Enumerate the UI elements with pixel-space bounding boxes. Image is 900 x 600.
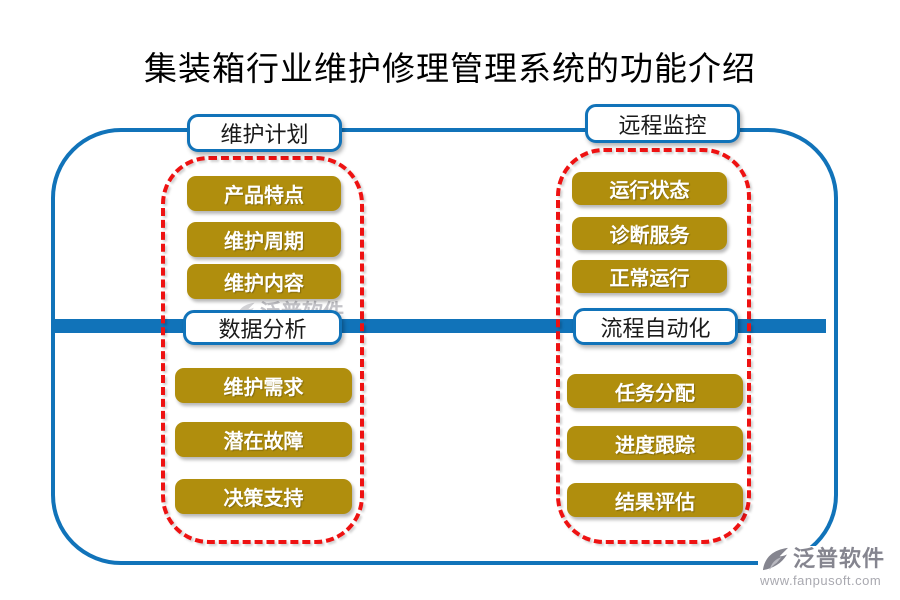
item-decision-support: 决策支持 xyxy=(175,479,352,514)
item-running-status: 运行状态 xyxy=(572,172,727,205)
main-container-outline xyxy=(51,128,838,565)
node-label-text: 数据分析 xyxy=(218,316,307,342)
item-normal-operation: 正常运行 xyxy=(572,260,727,293)
vendor-logo-row: 泛普软件 xyxy=(760,546,885,572)
item-maintenance-demand: 维护需求 xyxy=(175,368,352,403)
item-result-evaluation: 结果评估 xyxy=(567,483,743,517)
left-dashed-group-outline xyxy=(161,156,364,544)
vendor-name: 泛普软件 xyxy=(793,546,886,571)
item-product-features: 产品特点 xyxy=(187,176,341,211)
node-label-text: 远程监控 xyxy=(618,112,707,138)
fanpu-logo-icon xyxy=(762,547,788,571)
item-task-assignment: 任务分配 xyxy=(567,374,743,408)
item-diagnostic-service: 诊断服务 xyxy=(572,217,727,250)
vendor-url: www.fanpusoft.com xyxy=(760,573,882,588)
vendor-logo: 泛普软件 www.fanpusoft.com xyxy=(758,546,886,588)
item-potential-failure: 潜在故障 xyxy=(175,422,352,457)
node-data-analysis: 数据分析 xyxy=(183,310,342,345)
node-label-text: 流程自动化 xyxy=(600,315,711,341)
node-remote-monitoring: 远程监控 xyxy=(585,104,740,143)
item-maintenance-cycle: 维护周期 xyxy=(187,222,341,257)
page-title: 集装箱行业维护修理管理系统的功能介绍 xyxy=(144,52,756,88)
node-maintenance-plan: 维护计划 xyxy=(187,114,342,152)
node-label-text: 维护计划 xyxy=(220,122,309,147)
node-process-automation: 流程自动化 xyxy=(573,308,738,345)
item-maintenance-content: 维护内容 xyxy=(187,264,341,299)
right-dashed-group-outline xyxy=(556,148,751,544)
item-progress-tracking: 进度跟踪 xyxy=(567,426,743,460)
